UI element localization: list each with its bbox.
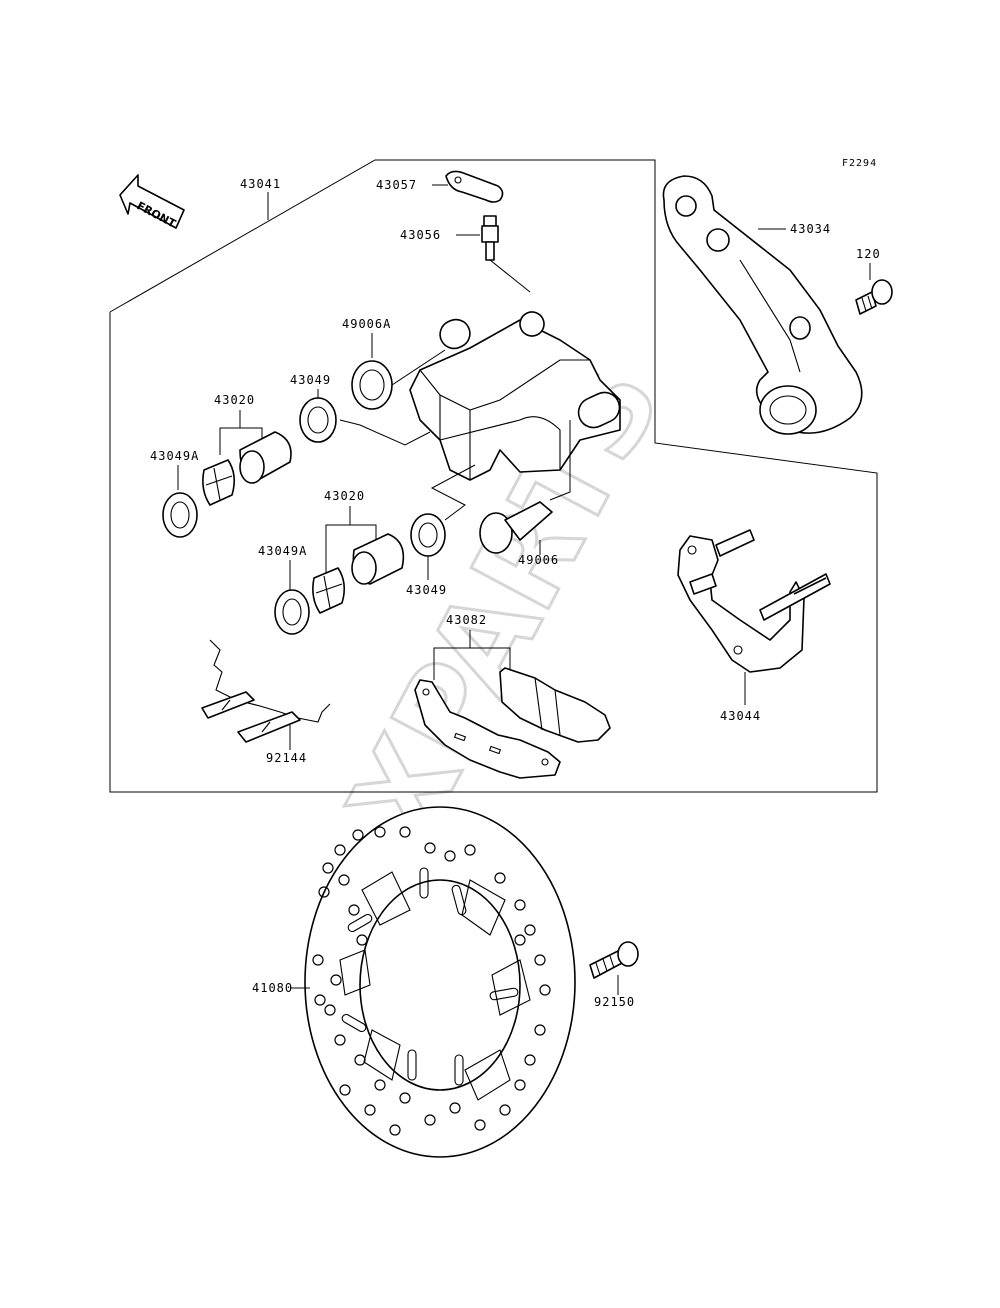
brake-pad-front-43082 (499, 667, 611, 743)
piston-43020-mid (351, 533, 405, 585)
label-43057: 43057 (376, 178, 417, 192)
front-arrow-icon: FRONT (119, 174, 185, 231)
caliper-bracket-43044 (677, 529, 831, 673)
label-43056: 43056 (400, 228, 441, 242)
label-43020-top: 43020 (214, 393, 255, 407)
seal-43049A-top (162, 492, 198, 538)
label-43049-mid: 43049 (406, 583, 447, 597)
pin-boot-49006 (479, 420, 571, 554)
label-43044: 43044 (720, 709, 761, 723)
bleeder-valve-43056 (481, 215, 531, 293)
label-43049-top: 43049 (290, 373, 331, 387)
label-120: 120 (856, 247, 881, 261)
pin-boot-49006A (351, 349, 446, 410)
pad-spring-92144 (201, 639, 331, 743)
caliper-assembly-outline (109, 159, 878, 793)
seal-43049A-mid (274, 589, 310, 635)
label-41080: 41080 (252, 981, 293, 995)
label-92144: 92144 (266, 751, 307, 765)
label-43020-mid: 43020 (324, 489, 365, 503)
label-43082: 43082 (446, 613, 487, 627)
label-49006A: 49006A (342, 317, 391, 331)
bleeder-cap-43057 (445, 170, 504, 203)
label-43041: 43041 (240, 177, 281, 191)
piston-43020-top (239, 431, 292, 484)
piston-insert-43020-top (202, 459, 236, 506)
label-43049A-top: 43049A (150, 449, 199, 463)
figure-code: F2294 (842, 158, 877, 169)
piston-insert-43020-mid (312, 567, 346, 614)
brake-disc-41080 (304, 806, 576, 1158)
label-43034: 43034 (790, 222, 831, 236)
disc-bolt-92150 (589, 941, 639, 979)
bolt-120 (855, 279, 893, 315)
label-43049A-mid: 43049A (258, 544, 307, 558)
label-49006: 49006 (518, 553, 559, 567)
seal-43049-top (299, 397, 431, 446)
label-92150: 92150 (594, 995, 635, 1009)
torque-link-43034 (662, 175, 863, 435)
caliper-body (409, 311, 621, 481)
brake-pad-rear-43082 (414, 679, 561, 779)
